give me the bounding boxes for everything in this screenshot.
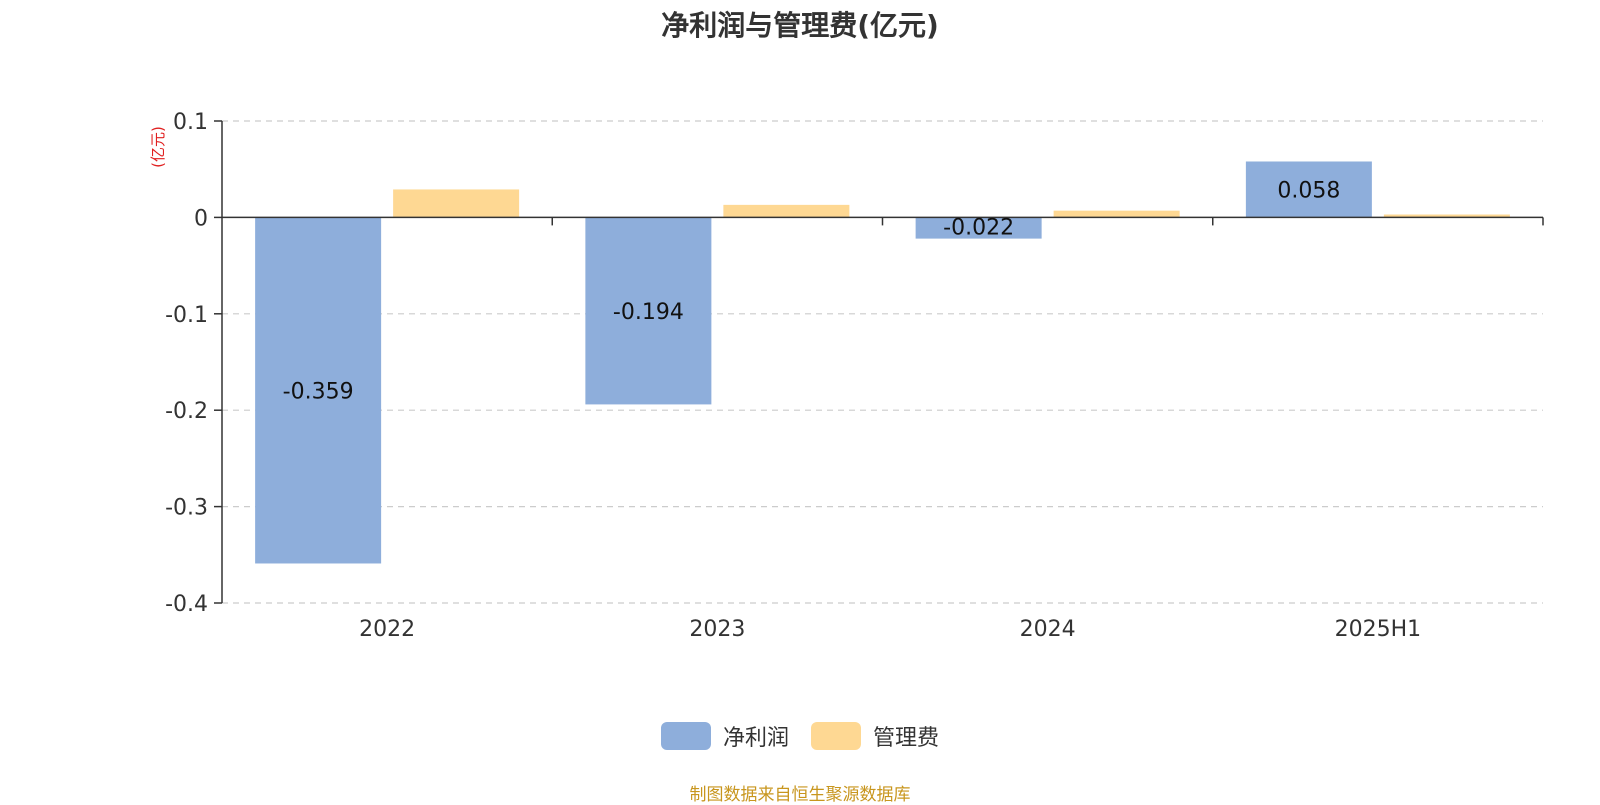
x-tick-label: 2025H1 xyxy=(1335,617,1422,642)
source-note: 制图数据来自恒生聚源数据库 xyxy=(689,785,911,805)
bar-net-profit xyxy=(255,217,382,564)
bar-chart: 0.1 0 -0.1 -0.2 -0.3 -0.4 2022 2023 2024 2025H1 -… xyxy=(149,110,1544,642)
bar-net-profit xyxy=(915,217,1042,239)
bar-admin-expense xyxy=(1053,210,1180,218)
legend-item-admin-expense[interactable]: 管理费 xyxy=(811,720,939,752)
x-tick-label: 2023 xyxy=(689,617,745,642)
y-tick-label: -0.4 xyxy=(165,592,208,617)
y-axis-title: (亿元) xyxy=(149,126,167,168)
data-label: -0.194 xyxy=(613,300,684,325)
legend-label-net-profit: 净利润 xyxy=(722,726,789,751)
bar-net-profit xyxy=(1245,161,1372,218)
legend-label-admin-expense: 管理费 xyxy=(873,726,940,751)
bar-net-profit xyxy=(585,217,712,405)
y-tick-label: 0.1 xyxy=(173,110,208,135)
legend-swatch-admin-expense xyxy=(811,722,861,750)
bar-admin-expense xyxy=(723,204,850,218)
legend-item-net-profit[interactable]: 净利润 xyxy=(660,720,789,752)
chart-title: 净利润与管理费(亿元) xyxy=(661,9,939,42)
bar-admin-expense xyxy=(393,189,520,218)
axes: 0.1 0 -0.1 -0.2 -0.3 -0.4 2022 2023 2024 2025H1 xyxy=(165,110,1544,642)
grid-lines xyxy=(222,120,1543,604)
data-label: -0.022 xyxy=(943,215,1014,240)
y-tick-label: 0 xyxy=(194,206,208,231)
y-tick-label: -0.2 xyxy=(165,399,208,424)
data-label: -0.359 xyxy=(283,379,354,404)
data-label: 0.058 xyxy=(1277,178,1340,203)
x-tick-label: 2022 xyxy=(359,617,415,642)
legend-swatch-net-profit xyxy=(660,722,711,750)
bars xyxy=(255,161,1510,564)
data-labels: -0.359 -0.194 -0.022 0.058 xyxy=(283,178,1341,404)
bar-admin-expense xyxy=(1383,214,1510,218)
legend: 净利润 管理费 xyxy=(0,720,1600,752)
y-tick-label: -0.1 xyxy=(165,303,208,328)
x-tick-label: 2024 xyxy=(1020,617,1076,642)
y-tick-label: -0.3 xyxy=(165,496,208,521)
